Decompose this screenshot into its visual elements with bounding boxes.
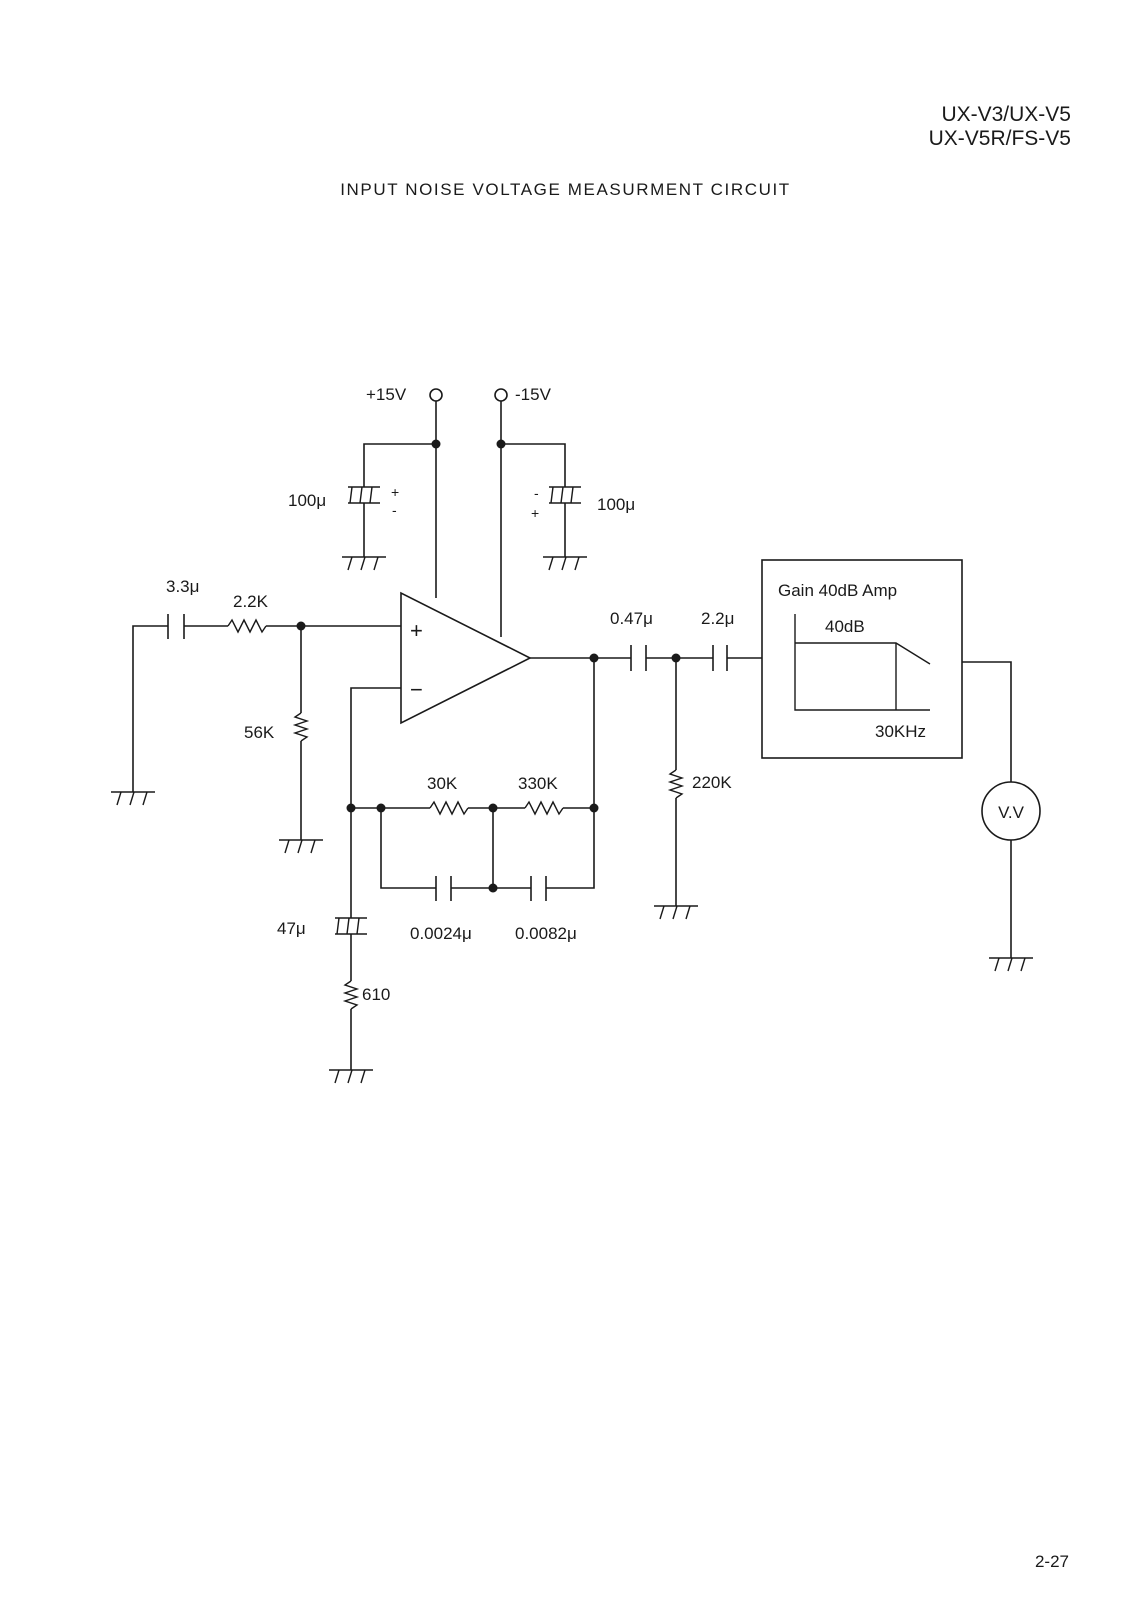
label-cap-supply-pos: 100μ <box>288 491 326 510</box>
resistor-fb1 <box>429 800 469 816</box>
label-res-gnd: 610 <box>362 985 390 1004</box>
label-cap-input: 3.3μ <box>166 577 199 596</box>
capacitor-supply-neg <box>548 486 582 504</box>
opamp-plus-sign: + <box>410 618 423 643</box>
label-cap-gnd: 47μ <box>277 919 306 938</box>
ground-icon <box>328 1069 374 1084</box>
model-line-2: UX-V5R/FS-V5 <box>928 127 1071 150</box>
voltmeter-label: V.V <box>998 803 1025 822</box>
opamp-triangle <box>400 591 532 725</box>
ground-icon <box>278 839 324 854</box>
response-curve <box>795 642 931 665</box>
page-number: 2-27 <box>1034 1552 1069 1571</box>
amp-gain-label: 40dB <box>825 617 865 636</box>
label-res-fb1: 30K <box>427 774 458 793</box>
ground-icon <box>341 556 387 571</box>
page-title: INPUT NOISE VOLTAGE MEASURMENT CIRCUIT <box>340 180 791 199</box>
label-cap-out1: 0.47μ <box>610 609 653 628</box>
opamp-minus-sign: − <box>410 677 423 702</box>
terminal-pos15 <box>429 388 443 402</box>
ground-icon <box>542 556 588 571</box>
ground-icon <box>110 791 156 806</box>
label-cap-fb1: 0.0024μ <box>410 924 472 943</box>
svg-text:-: - <box>534 485 539 501</box>
capacitor-gnd <box>334 917 368 935</box>
label-cap-out2: 2.2μ <box>701 609 734 628</box>
label-cap-supply-neg: 100μ <box>597 495 635 514</box>
resistor-fb2 <box>524 800 564 816</box>
label-cap-fb2: 0.0082μ <box>515 924 577 943</box>
terminal-neg15 <box>494 388 508 402</box>
resistor-input <box>227 618 267 634</box>
resistor-bias <box>292 712 310 742</box>
label-res-bias: 56K <box>244 723 275 742</box>
ground-icon <box>653 905 699 920</box>
label-res-fb2: 330K <box>518 774 558 793</box>
label-res-input: 2.2K <box>233 592 269 611</box>
svg-text:+: + <box>531 505 539 521</box>
label-res-out: 220K <box>692 773 732 792</box>
response-axes <box>794 614 930 711</box>
resistor-out <box>667 769 685 799</box>
svg-text:+: + <box>391 484 399 500</box>
ground-icon <box>988 957 1034 972</box>
amp-freq-label: 30KHz <box>875 722 926 741</box>
model-line-1: UX-V3/UX-V5 <box>941 103 1071 126</box>
capacitor-supply-pos <box>347 486 381 504</box>
label-minus15v: -15V <box>515 385 552 404</box>
amp-box <box>761 559 963 759</box>
label-plus15v: +15V <box>366 385 407 404</box>
svg-text:-: - <box>392 502 397 518</box>
resistor-gnd <box>342 980 360 1010</box>
amp-title: Gain 40dB Amp <box>778 581 897 600</box>
